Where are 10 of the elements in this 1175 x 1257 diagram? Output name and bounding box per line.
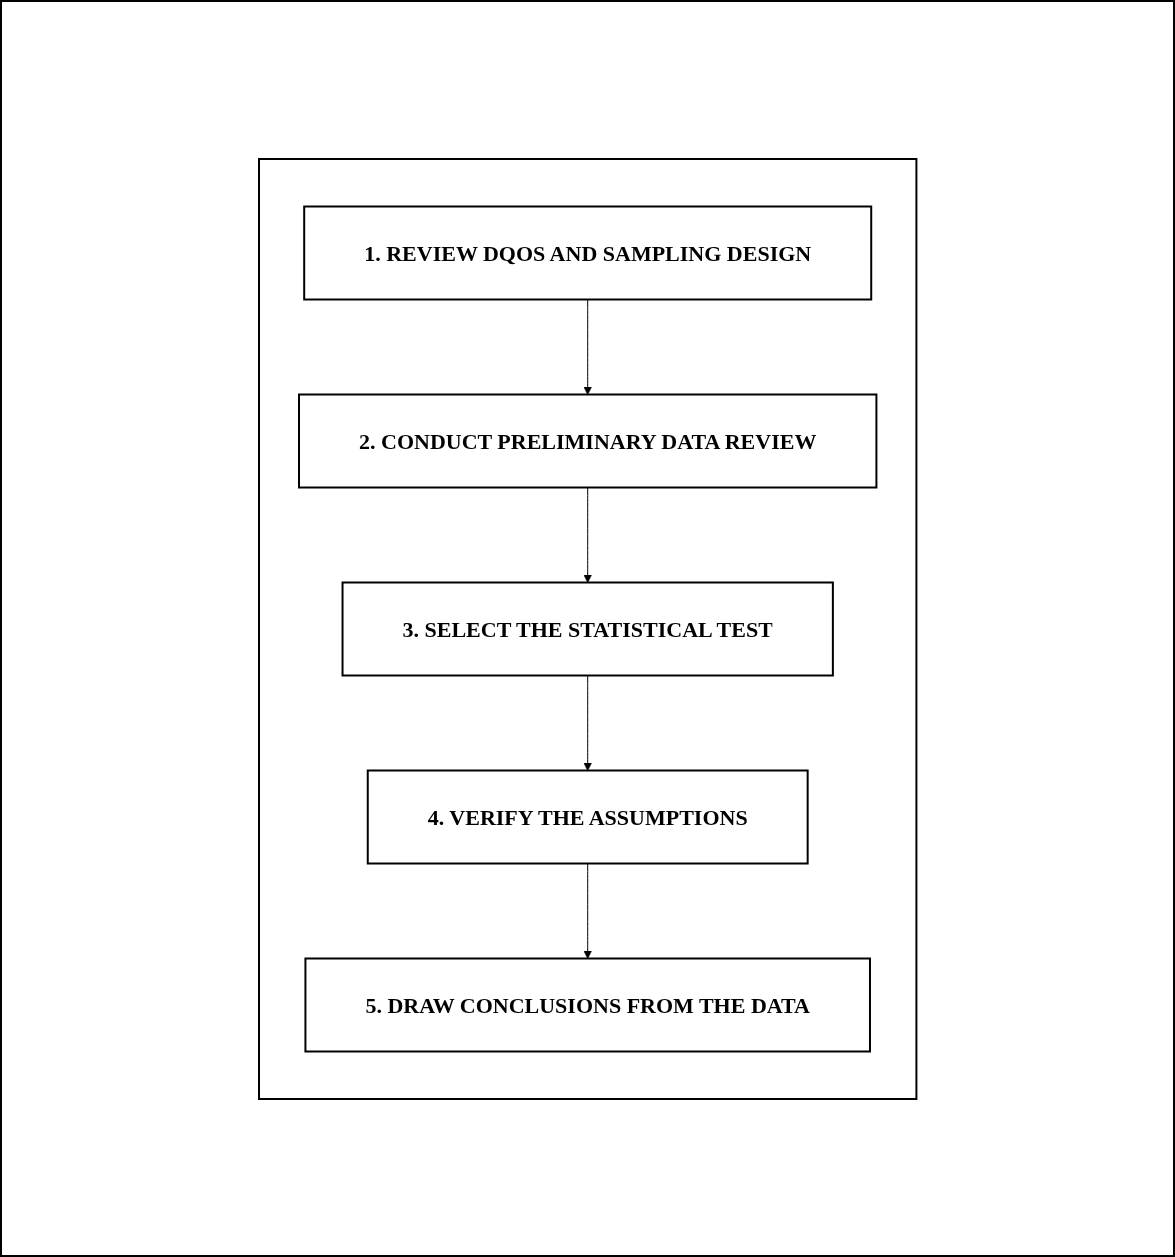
node-box: 1. REVIEW DQOS AND SAMPLING DESIGN: [303, 205, 872, 300]
node-box: 3. SELECT THE STATISTICAL TEST: [341, 581, 834, 676]
arrow: [583, 298, 592, 395]
arrow: [583, 674, 592, 771]
node-box: 5. DRAW CONCLUSIONS FROM THE DATA: [304, 957, 871, 1052]
arrow: [583, 862, 592, 959]
arrow: [583, 486, 592, 583]
node-box: 4. VERIFY THE ASSUMPTIONS: [366, 769, 809, 864]
node-box: 2. CONDUCT PRELIMINARY DATA REVIEW: [297, 393, 878, 488]
cluster: [257, 157, 918, 1100]
